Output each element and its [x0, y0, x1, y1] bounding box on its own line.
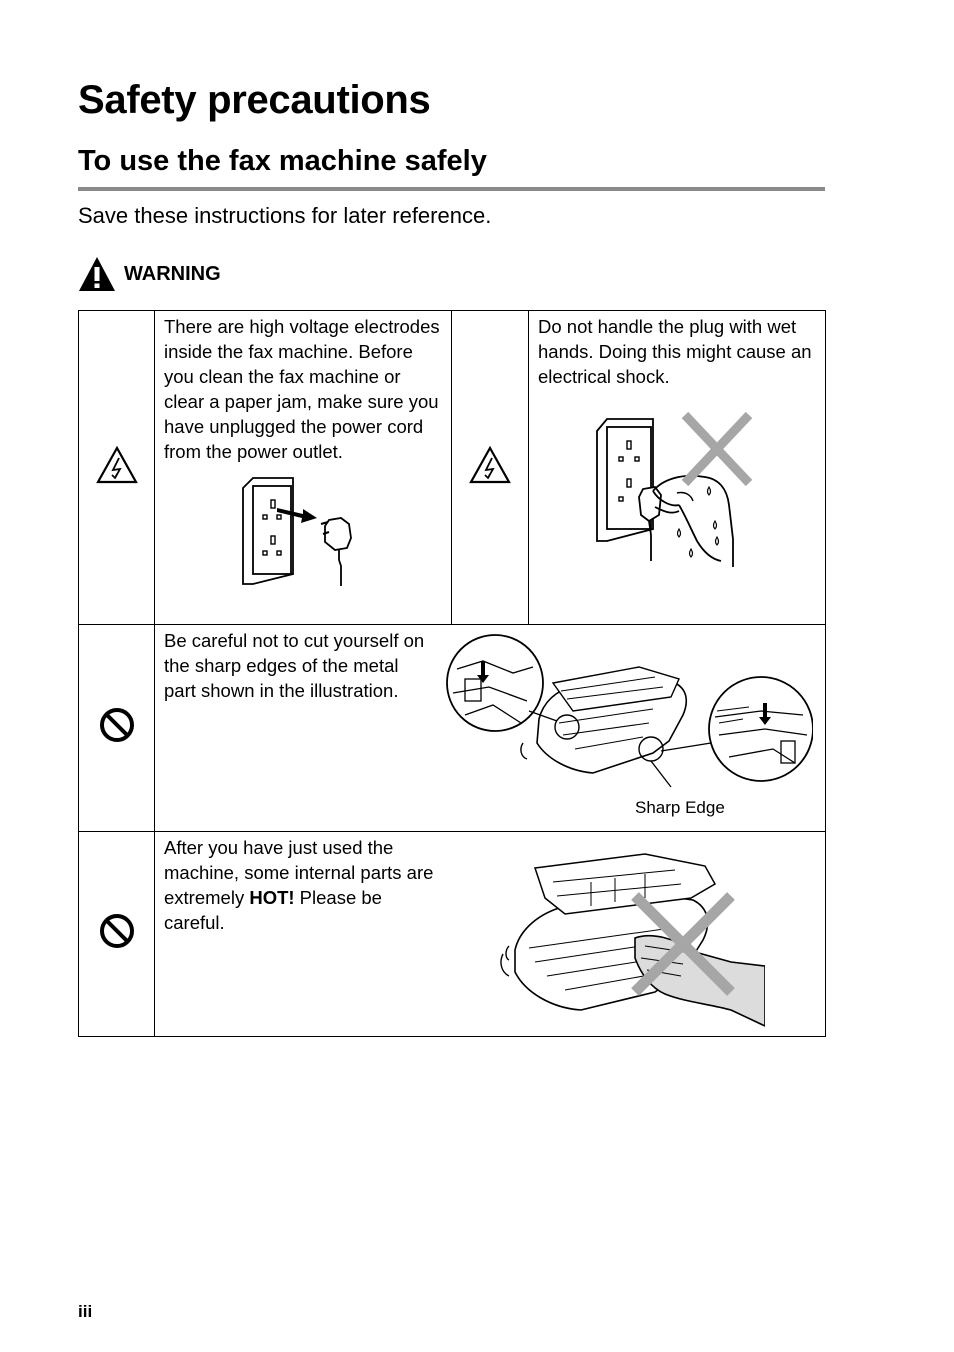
sharp-edge-text: Be careful not to cut yourself on the sh…	[164, 630, 425, 701]
hot-emphasis: HOT!	[249, 887, 295, 908]
prohibited-icon	[98, 706, 136, 744]
page-number: iii	[78, 1302, 93, 1321]
row-icon-cell	[78, 310, 155, 625]
wet-hands-text: Do not handle the plug with wet hands. D…	[538, 316, 812, 387]
hot-parts-text-start: After you have just used the machine, so…	[164, 837, 434, 908]
intro-text: Save these instructions for later refere…	[78, 203, 492, 228]
electric-shock-icon	[468, 445, 512, 485]
wet-hands-cell: Do not handle the plug with wet hands. D…	[528, 310, 826, 625]
row-icon-cell	[451, 310, 529, 625]
hot-parts-text: After you have just used the machine, so…	[155, 832, 452, 935]
prohibited-icon	[98, 912, 136, 950]
table-row: Be careful not to cut yourself on the sh…	[78, 624, 826, 832]
hot-parts-illustration	[495, 842, 765, 1032]
page-title: Safety precautions	[78, 78, 431, 122]
row-icon-cell	[78, 831, 155, 1037]
high-voltage-text: There are high voltage electrodes inside…	[164, 316, 440, 462]
sharp-edge-illustration	[443, 631, 813, 801]
wet-hands-illustration	[593, 411, 825, 577]
safety-table: There are high voltage electrodes inside…	[78, 310, 826, 1037]
hot-parts-text-end: Please be careful.	[164, 887, 382, 933]
row-icon-cell	[78, 624, 155, 832]
table-row: After you have just used the machine, so…	[78, 831, 826, 1037]
warning-header: WARNING	[78, 256, 221, 292]
warning-triangle-icon	[78, 256, 116, 292]
heading-rule	[78, 187, 825, 191]
sharp-edge-caption: Sharp Edge	[635, 798, 725, 817]
high-voltage-cell: There are high voltage electrodes inside…	[154, 310, 452, 625]
table-row: There are high voltage electrodes inside…	[78, 310, 826, 625]
unplug-illustration	[237, 474, 451, 590]
electric-shock-icon	[95, 445, 139, 485]
section-heading: To use the fax machine safely	[78, 145, 487, 177]
hot-parts-cell: After you have just used the machine, so…	[154, 831, 826, 1037]
sharp-edge-cell: Be careful not to cut yourself on the sh…	[154, 624, 826, 832]
warning-label: WARNING	[124, 262, 221, 285]
